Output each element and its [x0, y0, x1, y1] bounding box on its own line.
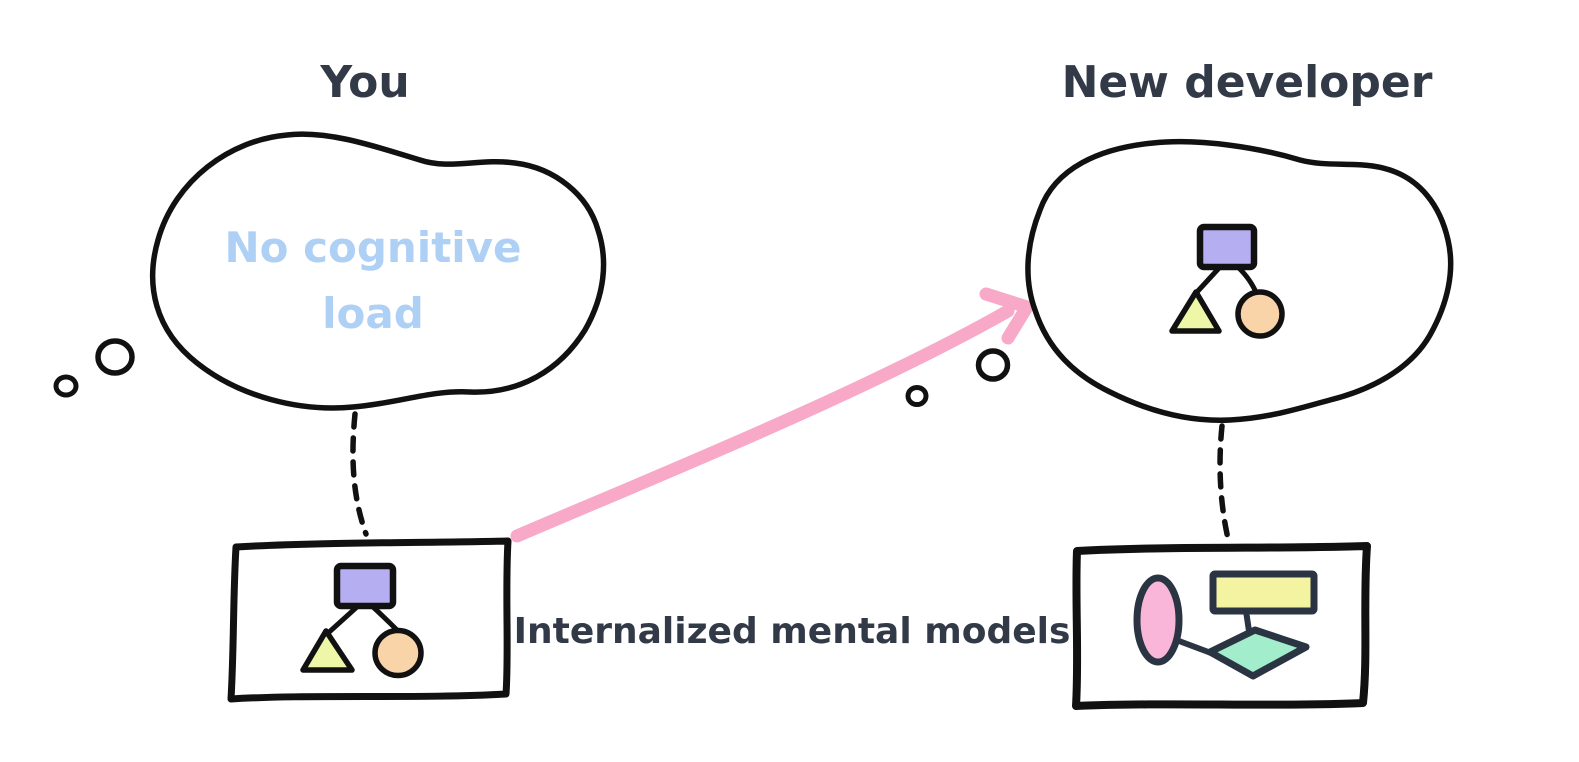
arrow-head: [979, 287, 1034, 345]
left-dashed-connector: [350, 411, 369, 537]
right-box-border: [1072, 542, 1371, 710]
left-thought-bubble: No cognitive load: [53, 131, 607, 411]
arrow-shaft: [510, 304, 1015, 543]
pink-ellipse-icon: [1133, 574, 1183, 666]
yellow-triangle-icon: [300, 628, 355, 673]
left-bubble-tail-circle-small: [53, 374, 79, 398]
left-box-border: [227, 537, 512, 703]
right-bubble-tail-circle-small: [905, 385, 929, 407]
left-mental-model-box: [227, 537, 512, 703]
right-title: New developer: [1062, 57, 1433, 108]
left-title: You: [319, 57, 409, 108]
orange-circle-icon: [372, 627, 424, 679]
knowledge-transfer-arrow-icon: [510, 287, 1034, 543]
left-bubble-outline-icon: [150, 131, 607, 411]
right-bubble-outline-icon: [1025, 138, 1454, 424]
left-thought-text-line1: No cognitive: [224, 223, 521, 272]
right-thought-bubble: [905, 138, 1454, 424]
yellow-triangle-icon: [1169, 289, 1222, 334]
left-bubble-tail-circle-large: [95, 338, 135, 376]
caption-text: Internalized mental models: [514, 611, 1071, 652]
right-dashed-connector: [1217, 423, 1232, 546]
purple-rectangle-icon: [333, 562, 397, 610]
orange-circle-icon: [1235, 289, 1285, 339]
yellow-rectangle-icon: [1209, 570, 1318, 615]
right-mental-model-box: [1072, 542, 1371, 710]
right-box-edge-ellipse-diamond: [1176, 638, 1214, 656]
right-bubble-edge-rect-triangle: [1194, 264, 1223, 295]
purple-rectangle-icon: [1196, 223, 1258, 271]
left-box-edge-rect-triangle: [324, 603, 361, 637]
teal-diamond-icon: [1206, 626, 1310, 680]
left-thought-text-line2: load: [322, 289, 424, 338]
right-bubble-tail-circle-large: [975, 348, 1011, 382]
